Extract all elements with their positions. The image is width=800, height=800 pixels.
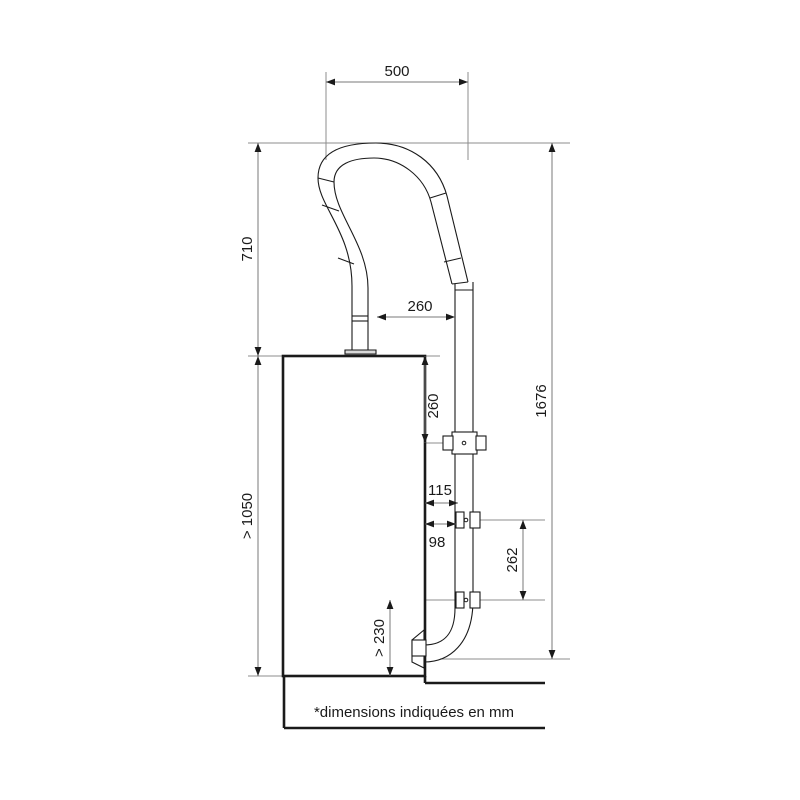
bracket-bolt	[463, 517, 469, 523]
tube-seg-5	[443, 257, 462, 263]
dim-label: > 1050	[239, 493, 256, 539]
dimension-spacing-262: 262	[504, 520, 527, 600]
bracket-bolt	[461, 440, 467, 446]
dimension-height-1676: 1676	[533, 143, 556, 659]
units-note: *dimensions indiquées en mm	[314, 704, 514, 721]
post-base-flange	[344, 349, 377, 355]
bracket-right-plate	[469, 511, 481, 529]
wall-body	[281, 354, 427, 678]
bracket-right-plate	[469, 591, 481, 609]
dimension-clearance-230: > 230	[371, 600, 394, 676]
dimension-depth-1050: > 1050	[239, 356, 262, 676]
rail-bend-inner	[423, 599, 474, 663]
tube-inner-left	[333, 157, 453, 316]
dim-label: 260	[407, 298, 432, 315]
bracket-middle	[455, 511, 481, 529]
tube-outer-left	[317, 142, 469, 316]
dim-label: 260	[425, 393, 442, 418]
rail-bend-outer	[423, 607, 456, 646]
dimension-width-500: 500	[326, 63, 468, 86]
dim-label: 500	[384, 63, 409, 80]
dimension-offset-115: 115	[425, 482, 458, 507]
mounting-brackets-group	[442, 431, 487, 609]
pool-wall-structure	[281, 354, 545, 730]
dim-label: 115	[428, 482, 452, 499]
bracket-left-plate	[455, 511, 465, 529]
dim-label: > 230	[371, 619, 388, 657]
bracket-left-plate	[442, 435, 454, 451]
dimension-offset-98: 98	[425, 520, 456, 551]
dim-label: 262	[504, 547, 521, 572]
tube-seg-4	[429, 192, 447, 199]
bracket-right-plate	[475, 435, 487, 451]
dim-label: 98	[429, 534, 446, 551]
foot-anchor-block	[411, 639, 427, 657]
dimension-drop-260: 260	[421, 356, 442, 443]
bracket-left-plate	[455, 591, 465, 609]
bracket-upper	[442, 431, 487, 455]
dim-label: 1676	[533, 384, 550, 417]
bracket-lower	[455, 591, 481, 609]
tube-seg-3	[337, 257, 355, 265]
dimension-height-710: 710	[239, 143, 262, 356]
bracket-bolt	[463, 597, 469, 603]
dimension-offset-260-top: 260	[377, 298, 455, 321]
tube-seg-1	[317, 177, 335, 183]
tube-seg-2	[321, 204, 340, 212]
tube-seg-6	[451, 281, 469, 285]
dim-label: 710	[239, 236, 256, 261]
